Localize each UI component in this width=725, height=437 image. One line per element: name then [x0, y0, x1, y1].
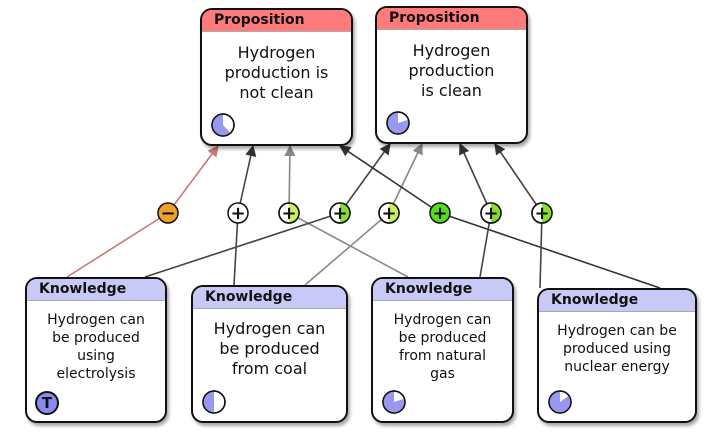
knowledge-header: Knowledge	[27, 279, 165, 301]
proposition-clean[interactable]: Proposition Hydrogen production is clean	[375, 6, 528, 144]
proposition-not-clean[interactable]: Proposition Hydrogen production is not c…	[200, 8, 353, 146]
link-sign: +	[432, 203, 447, 224]
link-arrow-target	[339, 143, 391, 214]
link-line-source	[66, 212, 169, 278]
link-sign: +	[534, 203, 549, 224]
link-sign: +	[381, 203, 396, 224]
knowledge-text: Hydrogen can be produced using electroly…	[47, 312, 145, 382]
support-link-icon[interactable]: +	[480, 202, 502, 224]
pie-chart-icon	[382, 390, 406, 414]
link-sign: +	[332, 203, 347, 224]
knowledge-text: Hydrogen can be produced using nuclear e…	[557, 323, 677, 375]
knowledge-nuclear[interactable]: Knowledge Hydrogen can be produced using…	[537, 288, 697, 423]
link-line-source	[304, 212, 390, 286]
support-link-icon[interactable]: +	[278, 202, 300, 224]
link-line-source	[539, 212, 543, 289]
knowledge-natural-gas[interactable]: Knowledge Hydrogen can be produced from …	[371, 277, 514, 423]
support-link-icon[interactable]: +	[429, 202, 451, 224]
link-sign: +	[230, 203, 245, 224]
knowledge-text: Hydrogen can be produced from natural ga…	[393, 312, 492, 382]
proposition-header: Proposition	[377, 8, 526, 30]
knowledge-header: Knowledge	[193, 287, 346, 309]
pie-chart-icon	[386, 111, 410, 135]
link-arrow-target	[494, 143, 543, 214]
support-link-icon[interactable]: +	[531, 202, 553, 224]
knowledge-electrolysis[interactable]: Knowledge Hydrogen can be produced using…	[25, 277, 167, 423]
link-arrow-target	[237, 144, 257, 214]
proposition-text: Hydrogen production is not clean	[224, 43, 329, 102]
pie-chart-icon	[202, 390, 226, 414]
knowledge-coal[interactable]: Knowledge Hydrogen can be produced from …	[191, 285, 348, 423]
link-arrow-target	[459, 142, 492, 214]
pie-chart-icon	[211, 113, 235, 137]
knowledge-header: Knowledge	[373, 279, 512, 301]
link-sign: +	[483, 203, 498, 224]
link-arrow-target	[167, 145, 219, 214]
support-link-icon[interactable]: +	[227, 202, 249, 224]
link-arrow-target	[388, 142, 423, 214]
link-line-source	[439, 212, 661, 289]
knowledge-text: Hydrogen can be produced from coal	[213, 319, 326, 378]
link-sign: +	[281, 203, 296, 224]
pie-chart-icon	[548, 390, 572, 414]
link-arrow-target	[284, 144, 296, 214]
proposition-text: Hydrogen production is clean	[408, 41, 495, 100]
link-arrow-target	[339, 145, 441, 214]
support-link-icon[interactable]: +	[329, 202, 351, 224]
attack-link-icon[interactable]: −	[157, 202, 179, 224]
support-link-icon[interactable]: +	[378, 202, 400, 224]
t-badge-icon: T	[35, 391, 59, 415]
link-line-source	[144, 212, 341, 278]
link-sign: −	[160, 203, 175, 224]
link-line-source	[479, 212, 492, 278]
knowledge-header: Knowledge	[539, 290, 695, 312]
link-line-source	[233, 212, 239, 286]
proposition-header: Proposition	[202, 10, 351, 32]
